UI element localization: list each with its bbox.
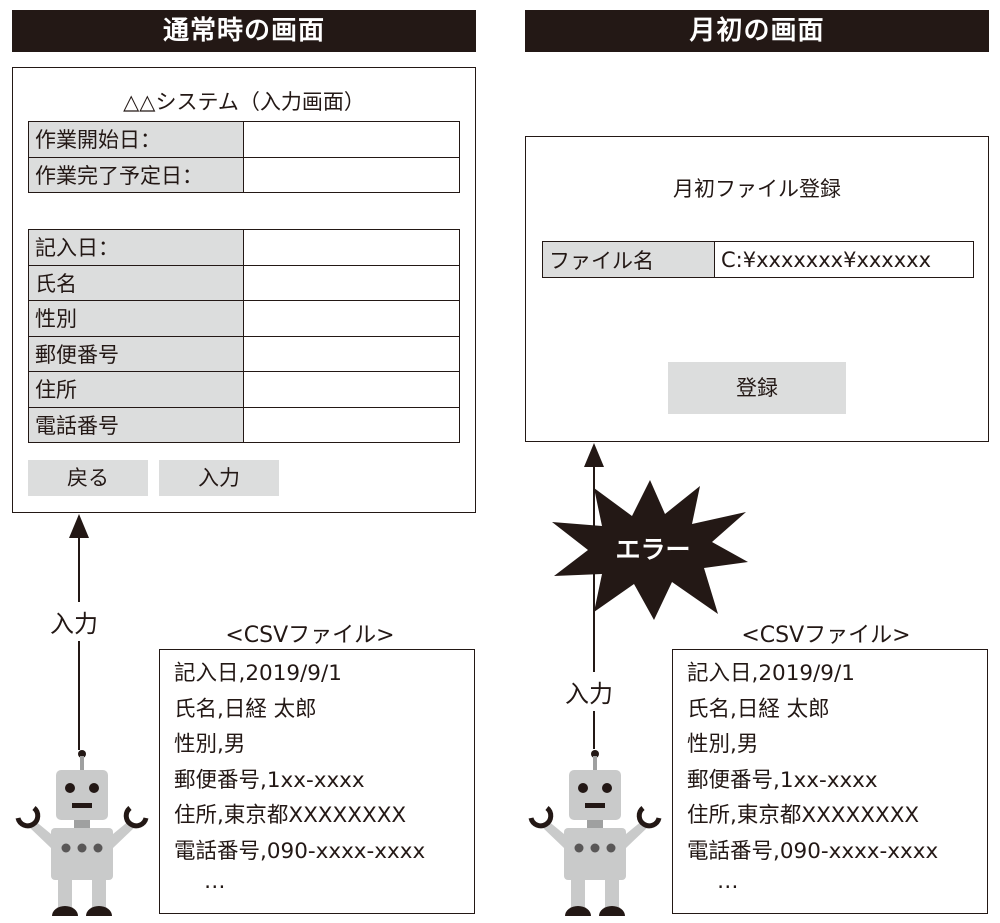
robot-icon (15, 750, 149, 916)
file-path-input[interactable]: C:¥xxxxxxx¥xxxxxx (714, 241, 974, 278)
left-input-arrow (69, 514, 89, 750)
input-button[interactable]: 入力 (159, 460, 279, 496)
table-row: ファイル名 C:¥xxxxxxx¥xxxxxx (542, 241, 974, 278)
error-burst-icon (552, 480, 748, 620)
csv-line: 記入日,2019/9/1 (687, 661, 855, 686)
field-label: 氏名 (28, 264, 244, 301)
back-button[interactable]: 戻る (28, 460, 148, 496)
csv-caption: <CSVファイル> (741, 623, 911, 648)
csv-file-box: 記入日,2019/9/1 氏名,日経 太郎 性別,男 郵便番号,1xx-xxxx… (159, 649, 475, 914)
gender-input[interactable] (243, 300, 460, 337)
field-label: 電話番号 (28, 406, 244, 443)
left-arrow-label: 入力 (48, 602, 100, 641)
form-title: △△システム（入力画面） (123, 90, 365, 114)
table-row: 氏名 (28, 264, 460, 301)
csv-line: … (717, 869, 739, 894)
month-start-dialog: 月初ファイル登録 ファイル名 C:¥xxxxxxx¥xxxxxx 登録 (525, 136, 989, 442)
csv-caption: <CSVファイル> (225, 623, 395, 648)
csv-line: 性別,男 (174, 732, 246, 757)
table-row: 住所 (28, 371, 460, 408)
csv-line: 氏名,日経 太郎 (174, 696, 317, 722)
csv-line: 電話番号,090-xxxx-xxxx (174, 838, 426, 864)
csv-line: 性別,男 (687, 732, 759, 757)
work-end-input[interactable] (243, 156, 460, 193)
phone-input[interactable] (243, 406, 460, 443)
field-label: 記入日： (28, 229, 244, 266)
field-label: 作業開始日： (28, 121, 244, 158)
work-start-input[interactable] (243, 121, 460, 158)
csv-line: 氏名,日経 太郎 (687, 696, 830, 722)
field-label: 郵便番号 (28, 335, 244, 372)
dialog-title: 月初ファイル登録 (673, 177, 841, 201)
work-date-table: 作業開始日： 作業完了予定日： (28, 121, 460, 193)
table-row: 郵便番号 (28, 335, 460, 372)
table-row: 記入日： (28, 229, 460, 266)
csv-line: 電話番号,090-xxxx-xxxx (687, 838, 939, 864)
csv-line: 住所,東京都XXXXXXXX (174, 803, 407, 828)
file-name-table: ファイル名 C:¥xxxxxxx¥xxxxxx (542, 241, 974, 278)
csv-line: 郵便番号,1xx-xxxx (687, 767, 878, 793)
right-arrow-label: 入力 (563, 672, 615, 711)
field-label: 性別 (28, 300, 244, 337)
csv-line: … (204, 869, 226, 894)
postal-code-input[interactable] (243, 335, 460, 372)
personal-info-table: 記入日： 氏名 性別 郵便番号 住所 電話番号 (28, 229, 460, 443)
csv-line: 記入日,2019/9/1 (174, 661, 342, 686)
csv-line: 郵便番号,1xx-xxxx (174, 767, 365, 793)
csv-line: 住所,東京都XXXXXXXX (687, 803, 920, 828)
error-label: エラー (615, 535, 691, 564)
field-label: 住所 (28, 371, 244, 408)
month-start-screen-header: 月初の画面 (525, 10, 989, 52)
register-button[interactable]: 登録 (668, 362, 846, 414)
name-input[interactable] (243, 264, 460, 301)
robot-icon (528, 750, 662, 916)
address-input[interactable] (243, 371, 460, 408)
file-name-label: ファイル名 (542, 241, 715, 278)
table-row: 電話番号 (28, 406, 460, 443)
table-row: 作業完了予定日： (28, 156, 460, 193)
normal-screen-header: 通常時の画面 (12, 10, 476, 52)
table-row: 性別 (28, 300, 460, 337)
field-label: 作業完了予定日： (28, 156, 244, 193)
input-screen-window: △△システム（入力画面） 作業開始日： 作業完了予定日： 記入日： 氏名 性別 … (12, 67, 476, 513)
table-row: 作業開始日： (28, 121, 460, 158)
entry-date-input[interactable] (243, 229, 460, 266)
csv-file-box: 記入日,2019/9/1 氏名,日経 太郎 性別,男 郵便番号,1xx-xxxx… (672, 649, 988, 914)
